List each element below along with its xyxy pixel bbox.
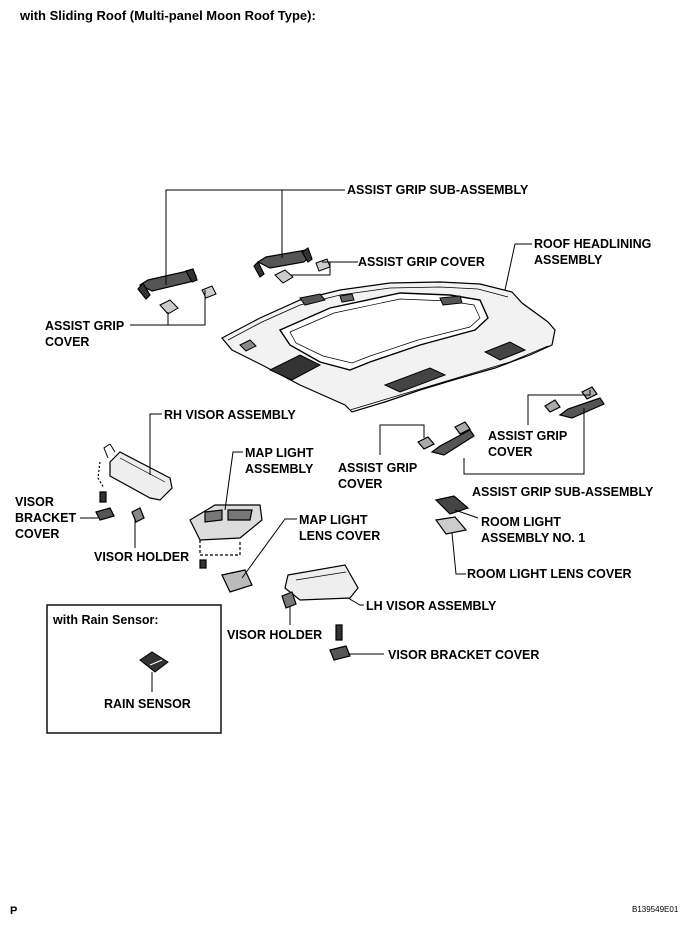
- label-assist-grip-cover-right-b-line1: ASSIST GRIP: [488, 429, 568, 443]
- label-visor-bracket-cover-left-line3: COVER: [15, 527, 60, 541]
- label-assist-grip-cover-right-a-line1: ASSIST GRIP: [338, 461, 418, 475]
- leader-lines: [80, 189, 591, 655]
- room-light-drawing: [434, 495, 470, 535]
- label-assist-grip-cover-left-line1: ASSIST GRIP: [45, 319, 125, 333]
- label-room-light-lens-cover: ROOM LIGHT LENS COVER: [467, 567, 632, 581]
- label-room-light-assembly-line2: ASSEMBLY NO. 1: [481, 531, 586, 545]
- rh-visor-drawing: [95, 443, 173, 523]
- label-map-light-assembly-line2: ASSEMBLY: [245, 462, 314, 476]
- label-map-light-lens-cover-line2: LENS COVER: [299, 529, 381, 543]
- assist-grip-right-drawing: [417, 386, 605, 456]
- roof-headlining-drawing: [221, 281, 556, 413]
- label-visor-bracket-cover-right: VISOR BRACKET COVER: [388, 648, 540, 662]
- label-assist-grip-cover-right-b-line2: COVER: [488, 445, 533, 459]
- label-assist-grip-cover-left-line2: COVER: [45, 335, 90, 349]
- label-map-light-lens-cover-line1: MAP LIGHT: [299, 513, 368, 527]
- label-visor-bracket-cover-left-line1: VISOR: [15, 495, 54, 509]
- label-assist-grip-cover-right-a-line2: COVER: [338, 477, 383, 491]
- label-assist-grip-sub-assembly-top: ASSIST GRIP SUB-ASSEMBLY: [347, 183, 529, 197]
- label-visor-bracket-cover-left-line2: BRACKET: [15, 511, 77, 525]
- rain-sensor-inset: [46, 604, 222, 734]
- label-map-light-assembly-line1: MAP LIGHT: [245, 446, 314, 460]
- label-visor-holder-right: VISOR HOLDER: [227, 628, 323, 642]
- label-room-light-assembly-line1: ROOM LIGHT: [481, 515, 561, 529]
- page-title: with Sliding Roof (Multi-panel Moon Roof…: [20, 8, 316, 23]
- lh-visor-drawing: [281, 564, 359, 661]
- inset-title: with Rain Sensor:: [53, 613, 159, 627]
- label-roof-headlining-line1: ROOF HEADLINING: [534, 237, 652, 251]
- label-assist-grip-cover-top: ASSIST GRIP COVER: [358, 255, 485, 269]
- label-assist-grip-sub-assembly-right: ASSIST GRIP SUB-ASSEMBLY: [472, 485, 654, 499]
- label-roof-headlining-line2: ASSEMBLY: [534, 253, 603, 267]
- label-rain-sensor: RAIN SENSOR: [104, 697, 191, 711]
- label-rh-visor-assembly: RH VISOR ASSEMBLY: [164, 408, 296, 422]
- figure-code: B139549E01: [632, 905, 679, 914]
- assist-grip-left-drawing: [137, 247, 313, 300]
- label-lh-visor-assembly: LH VISOR ASSEMBLY: [366, 599, 497, 613]
- label-visor-holder-left: VISOR HOLDER: [94, 550, 190, 564]
- page-letter: P: [10, 905, 18, 917]
- map-light-drawing: [189, 504, 263, 593]
